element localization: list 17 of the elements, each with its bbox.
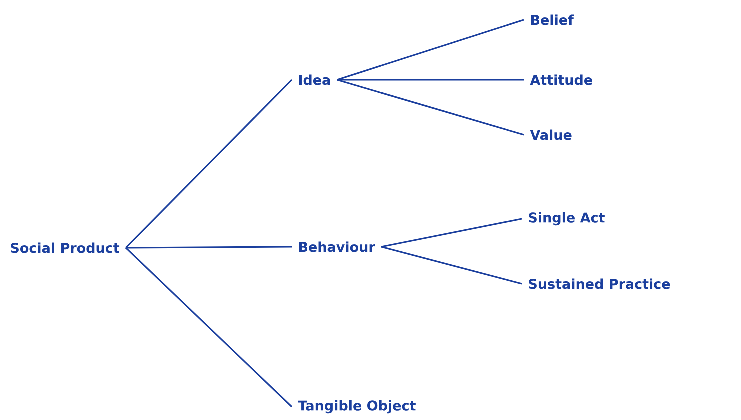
branch-label: Idea	[299, 74, 330, 86]
branch-line	[337, 19, 524, 81]
branch-label: Behaviour	[299, 242, 376, 252]
branch-label: Belief	[531, 14, 574, 26]
branch-line	[337, 79, 524, 136]
branch-line	[125, 79, 293, 249]
branch-label: Social Product	[11, 242, 120, 254]
branch-line	[125, 247, 293, 408]
branch-line	[337, 79, 524, 81]
branch-label: Single Act	[529, 212, 605, 226]
branch-line	[381, 218, 522, 248]
branch-label: Tangible Object	[298, 400, 416, 414]
branch-label: Attitude	[530, 74, 592, 86]
branch-label: Value	[530, 130, 572, 140]
branch-line	[381, 246, 522, 285]
branch-label: Sustained Practice	[529, 278, 670, 290]
branch-line	[126, 246, 292, 249]
